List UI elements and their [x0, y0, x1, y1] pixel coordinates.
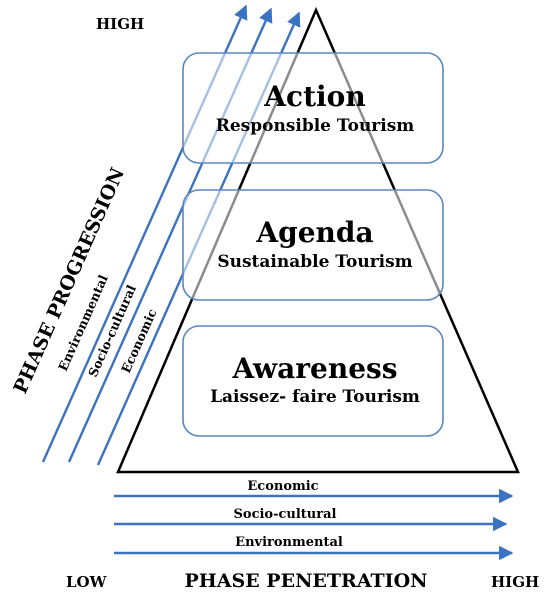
tier-title-awareness: Awareness — [231, 352, 397, 385]
phase-penetration-label: PHASE PENETRATION — [185, 570, 428, 592]
tier-subtitle-awareness: Laissez- faire Tourism — [210, 387, 420, 407]
penetration-label-environmental: Environmental — [235, 535, 343, 550]
tier-subtitle-agenda: Sustainable Tourism — [217, 252, 412, 272]
tier-subtitle-action: Responsible Tourism — [216, 116, 415, 136]
penetration-label-socio-cultural: Socio-cultural — [234, 507, 337, 522]
low-label-bottom: LOW — [66, 573, 108, 591]
tier-box-awareness — [182, 325, 444, 437]
tier-title-action: Action — [263, 80, 365, 113]
high-label-top: HIGH — [96, 15, 144, 33]
tier-box-agenda — [182, 189, 444, 301]
penetration-label-economic: Economic — [247, 479, 318, 494]
high-label-bottom: HIGH — [491, 573, 539, 591]
tier-title-agenda: Agenda — [255, 216, 373, 249]
tier-box-action — [182, 52, 444, 164]
